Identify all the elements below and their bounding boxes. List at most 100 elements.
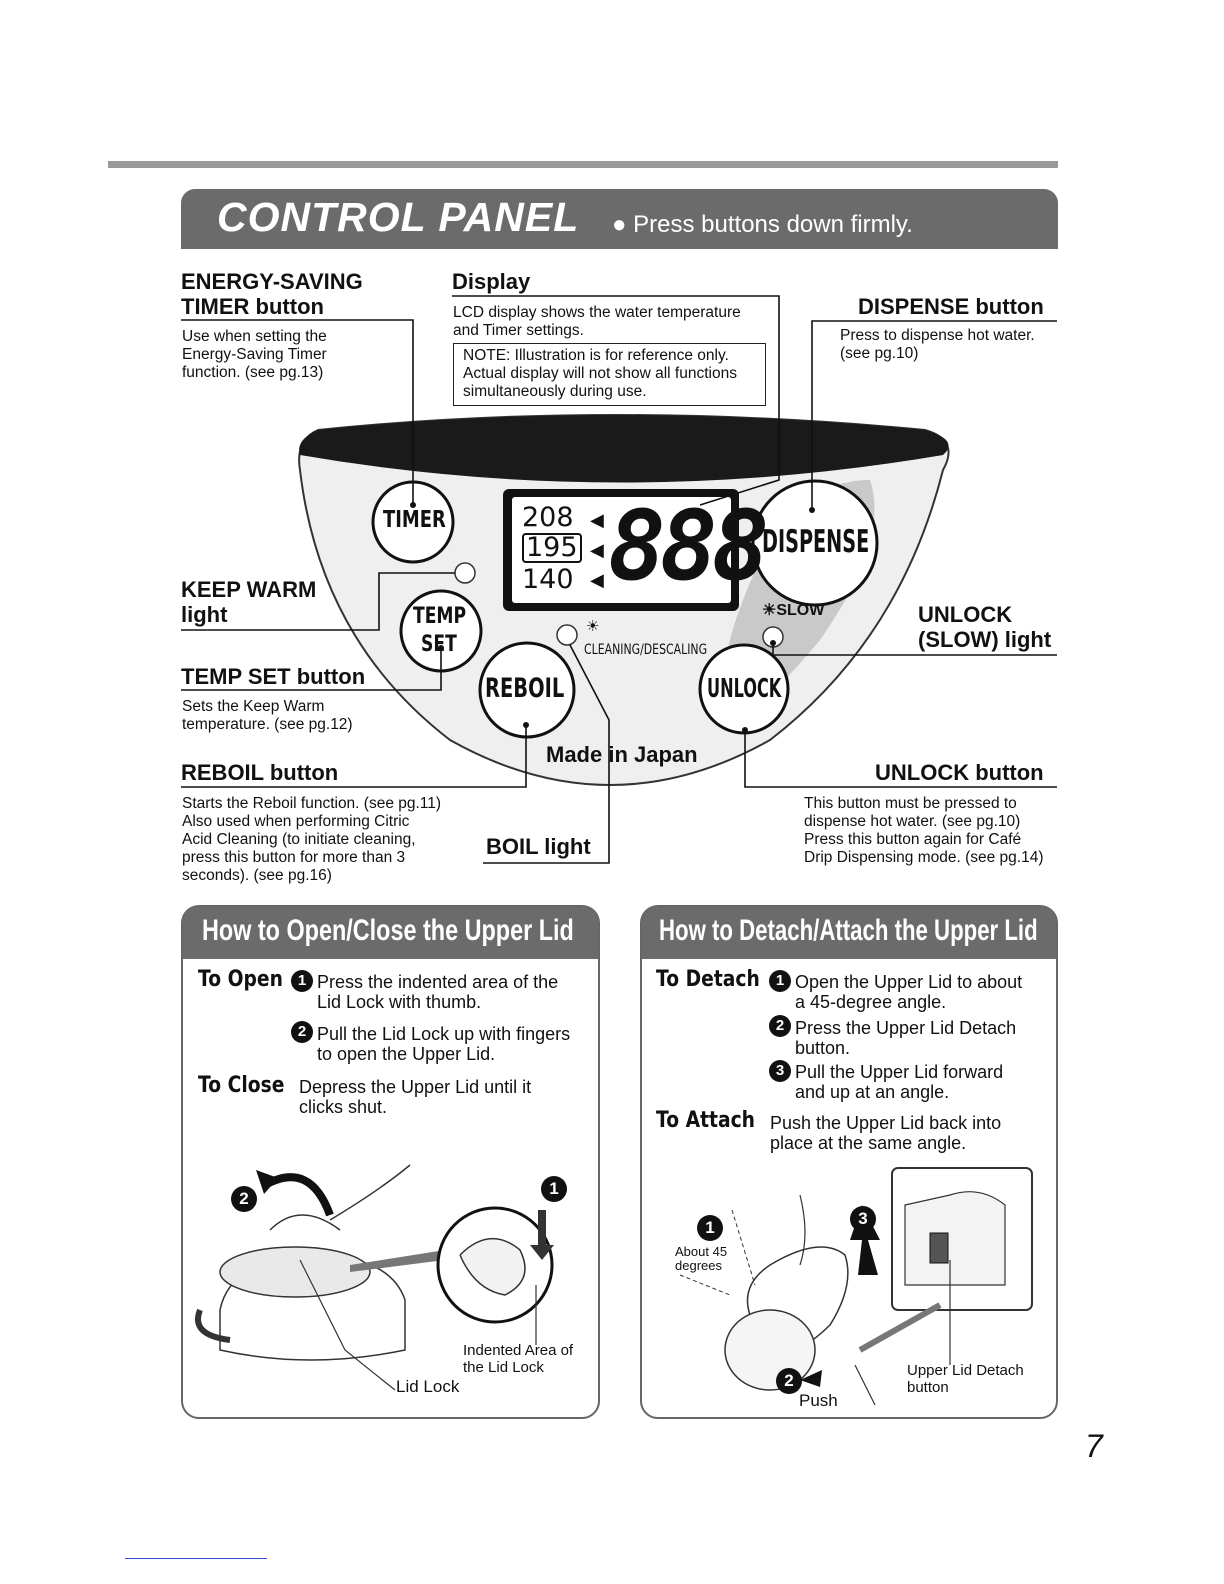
slow-leader (772, 643, 1057, 656)
detach-marker-1: 1 (697, 1215, 723, 1241)
unlock-desc-4: Drip Dispensing mode. (see pg.14) (804, 849, 1044, 866)
close-b: clicks shut. (299, 1097, 388, 1117)
detach-button-callout-2: button (907, 1379, 949, 1396)
unlock-button[interactable]: UNLOCK (707, 674, 782, 704)
reboil-button-shape (478, 641, 576, 739)
cleaning-sun-icon: ☀ (586, 618, 600, 635)
detach-lid-illustration (679, 1167, 1033, 1406)
to-detach-label: To Detach (656, 967, 760, 992)
indented-area-callout-1: Indented Area of (463, 1342, 574, 1359)
about-45-label-2: degrees (675, 1258, 722, 1273)
lcd-digits: 888 (608, 490, 769, 602)
reboil-desc-1: Starts the Reboil function. (see pg.11) (182, 795, 442, 812)
unlock-light-label-2: (SLOW) light (918, 627, 1052, 652)
lcd-temp-208: 208 (522, 502, 574, 533)
detach-step1-a: Open the Upper Lid to about (795, 972, 1023, 992)
display-note-1: NOTE: Illustration is for reference only… (463, 347, 729, 364)
dispense-button-shape (751, 479, 879, 607)
made-in-japan: Made in Japan (546, 742, 698, 767)
unlock-button-shape (698, 643, 790, 735)
display-label: Display (452, 269, 531, 294)
keepwarm-label-1: KEEP WARM (181, 577, 317, 602)
panel-top-band (299, 415, 949, 483)
lcd-temp-195: 195 (522, 533, 582, 563)
indented-area-callout-2: the Lid Lock (463, 1359, 544, 1376)
open-step2-a: Pull the Lid Lock up with fingers (317, 1024, 571, 1044)
open-marker-2: 2 (231, 1186, 257, 1212)
detach-step3-number: 3 (769, 1060, 791, 1082)
timer-label-1: ENERGY-SAVING (181, 269, 363, 294)
unlock-light-label-1: UNLOCK (918, 602, 1013, 627)
reboil-desc-5: seconds). (see pg.16) (182, 867, 332, 884)
reboil-button[interactable]: REBOIL (485, 673, 565, 704)
open-step2-number: 2 (291, 1021, 313, 1043)
keepwarm-leader (181, 572, 455, 631)
header-banner (181, 189, 1058, 249)
boil-light-label: BOIL light (486, 834, 591, 859)
header-note: ● Press buttons down firmly. (612, 211, 913, 238)
boil-light (556, 624, 578, 646)
unlock-label: UNLOCK button (875, 760, 1044, 785)
detach-step3-a: Pull the Upper Lid forward (795, 1062, 1004, 1082)
tempset-label: TEMP SET button (181, 664, 366, 689)
dispense-desc-1: Press to dispense hot water. (840, 327, 1035, 344)
lcd-screen (512, 497, 731, 603)
to-close-label: To Close (198, 1073, 285, 1098)
display-desc-2: and Timer settings. (453, 322, 584, 339)
to-attach-label: To Attach (656, 1108, 755, 1133)
detach-step2-number: 2 (769, 1015, 791, 1037)
dispense-label: DISPENSE button (858, 294, 1044, 319)
detach-marker-3: 3 (850, 1206, 876, 1232)
control-panel-illustration (181, 295, 1057, 864)
slow-text: SLOW (776, 602, 825, 619)
timer-desc-1: Use when setting the (182, 328, 327, 345)
detach-step3-b: and up at an angle. (795, 1082, 950, 1102)
open-step1-b: Lid Lock with thumb. (317, 992, 482, 1012)
display-note-2: Actual display will not show all functio… (463, 365, 737, 382)
lcd-temp-140: 140 (522, 564, 574, 595)
reboil-desc-2: Also used when performing Citric (182, 813, 410, 830)
unlock-leader (744, 730, 1057, 788)
page-title: CONTROL PANEL (217, 194, 580, 240)
open-marker-1: 1 (541, 1176, 567, 1202)
display-desc-1: LCD display shows the water temperature (453, 304, 741, 321)
timer-label-2: TIMER button (181, 294, 324, 319)
tempset-desc-2: temperature. (see pg.12) (182, 716, 353, 733)
sun-icon: ☀ (762, 602, 777, 619)
detach-step1-b: a 45-degree angle. (795, 992, 947, 1012)
detach-button-callout-1: Upper Lid Detach (907, 1362, 1024, 1379)
timer-leader (181, 319, 414, 505)
detach-step1-number: 1 (769, 970, 791, 992)
detach-marker-2: 2 (776, 1368, 802, 1394)
display-leader (452, 295, 780, 506)
detach-attach-title: How to Detach/Attach the Upper Lid (659, 914, 1038, 947)
push-label: Push (799, 1391, 838, 1410)
tempset-button-line1[interactable]: TEMP (413, 604, 467, 629)
dispense-button[interactable]: DISPENSE (762, 524, 870, 560)
tempset-button-line2[interactable]: SET (421, 632, 457, 657)
tempset-leader (181, 648, 442, 691)
display-note-3: simultaneously during use. (463, 383, 647, 400)
to-open-label: To Open (198, 967, 283, 992)
detach-step2-a: Press the Upper Lid Detach (795, 1018, 1017, 1038)
about-45-label-1: About 45 (675, 1244, 728, 1259)
cleaning-label: CLEANING/DESCALING (584, 642, 708, 658)
open-close-title: How to Open/Close the Upper Lid (202, 914, 574, 947)
reboil-label: REBOIL button (181, 760, 339, 785)
keepwarm-light (454, 562, 476, 584)
lcd-arrows: ◀◀◀ (590, 510, 604, 590)
display-note-box: NOTE: Illustration is for reference only… (453, 343, 766, 406)
detach-attach-box: How to Detach/Attach the Upper Lid (640, 905, 1058, 1419)
dispense-desc-2: (see pg.10) (840, 345, 919, 362)
close-a: Depress the Upper Lid until it (299, 1077, 532, 1097)
open-step2-b: to open the Upper Lid. (317, 1044, 496, 1064)
timer-desc-2: Energy-Saving Timer (182, 346, 327, 363)
timer-desc-3: function. (see pg.13) (182, 364, 324, 381)
top-rule (108, 161, 1058, 168)
attach-a: Push the Upper Lid back into (770, 1113, 1002, 1133)
lid-lock-callout: Lid Lock (396, 1377, 460, 1396)
reboil-leader (181, 725, 527, 788)
keepwarm-label-2: light (181, 602, 228, 627)
unlock-desc-3: Press this button again for Café (804, 831, 1022, 848)
timer-button[interactable]: TIMER (383, 507, 446, 533)
